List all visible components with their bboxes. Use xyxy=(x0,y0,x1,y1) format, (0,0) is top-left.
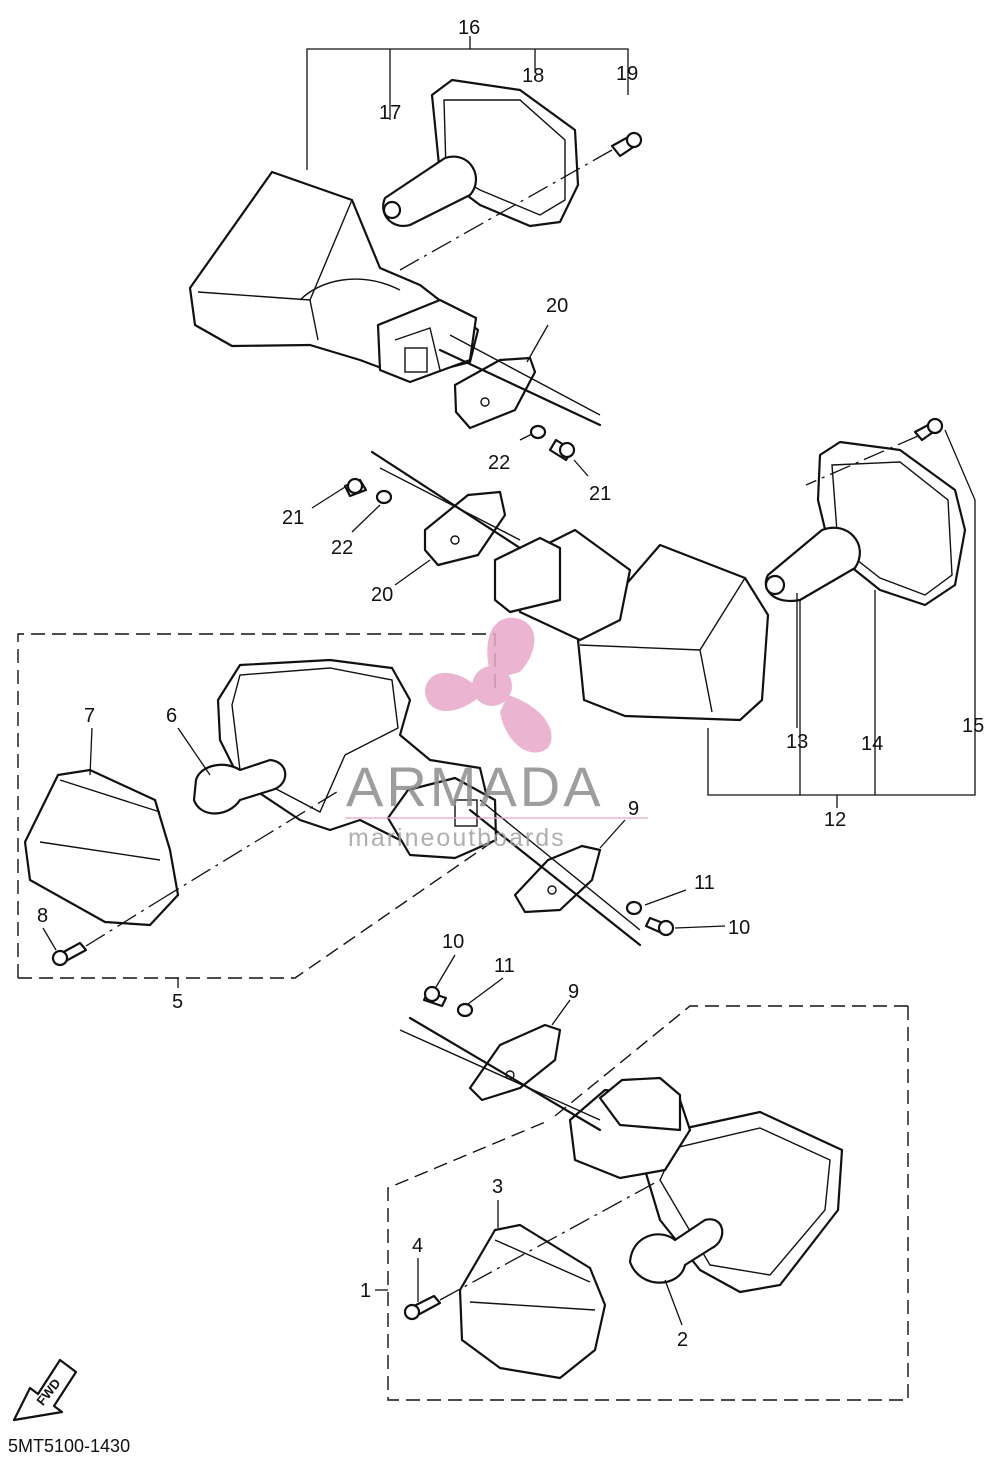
label-10-middle: 10 xyxy=(728,917,750,939)
label-8: 8 xyxy=(37,905,48,927)
fwd-arrow-icon: FWD xyxy=(12,1358,78,1422)
label-1: 1 xyxy=(360,1280,371,1302)
label-21-top: 21 xyxy=(589,483,611,505)
label-7: 7 xyxy=(84,705,95,727)
label-20-middle: 20 xyxy=(371,584,393,606)
label-19: 19 xyxy=(616,63,638,85)
label-4: 4 xyxy=(412,1235,423,1257)
watermark-brand: ARMADA xyxy=(346,755,604,818)
label-10-bottom: 10 xyxy=(442,931,464,953)
label-20-top: 20 xyxy=(546,295,568,317)
label-12: 12 xyxy=(824,809,846,831)
watermark: ARMADA marineoutboards xyxy=(345,617,648,852)
label-16: 16 xyxy=(458,17,480,39)
label-17: 17 xyxy=(379,102,401,124)
watermark-tagline: marineoutboards xyxy=(348,824,566,852)
label-21-middle: 21 xyxy=(282,507,304,529)
label-22-top: 22 xyxy=(488,452,510,474)
label-15: 15 xyxy=(962,715,984,737)
label-3: 3 xyxy=(492,1176,503,1198)
right-turn-signal-assembly xyxy=(311,417,976,808)
propeller-logo xyxy=(425,617,552,753)
label-2: 2 xyxy=(677,1329,688,1351)
part-labels: 1 2 3 4 5 6 7 8 9 9 10 10 11 11 12 13 14… xyxy=(37,17,984,1351)
label-11-middle: 11 xyxy=(694,872,715,894)
label-14: 14 xyxy=(861,733,883,755)
label-9-middle: 9 xyxy=(628,798,639,820)
label-9-bottom: 9 xyxy=(568,981,579,1003)
drawing-code: 5MT5100-1430 xyxy=(8,1436,130,1456)
bottom-turn-signal-assembly xyxy=(375,593,909,1401)
label-18: 18 xyxy=(522,65,544,87)
label-5: 5 xyxy=(172,991,183,1013)
label-11-bottom: 11 xyxy=(494,955,515,977)
label-13: 13 xyxy=(786,731,808,753)
top-turn-signal-assembly xyxy=(188,36,643,477)
label-22-middle: 22 xyxy=(331,537,353,559)
label-6: 6 xyxy=(166,705,177,727)
left-turn-signal-assembly xyxy=(17,633,726,988)
